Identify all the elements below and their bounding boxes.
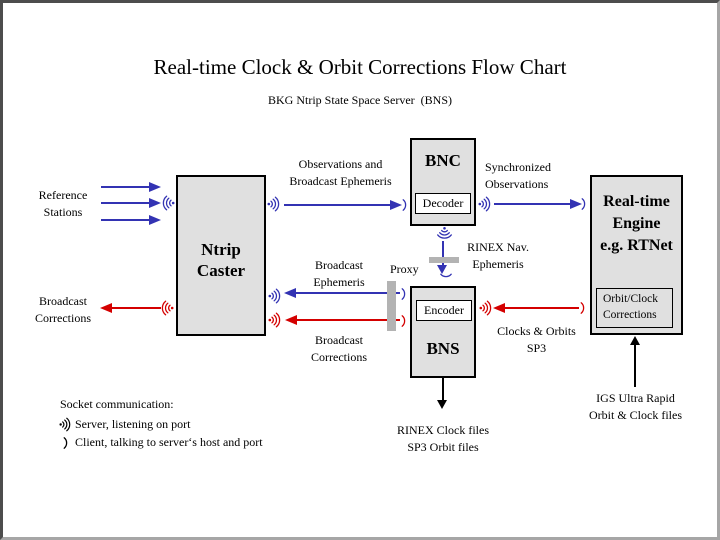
igs-arrow-line: [634, 344, 636, 387]
bcast-eph-arrowhead: [284, 288, 296, 298]
rinex-nav-arrowhead: [437, 265, 447, 274]
ref-arrow-line-3: [101, 219, 150, 221]
rinex-clock-files-label: RINEX Clock files SP3 Orbit files: [397, 423, 489, 454]
sync-arrowhead: [570, 199, 582, 209]
client-socket-icon: [580, 301, 586, 315]
legend-heading: Socket communication:: [60, 397, 174, 411]
ref-arrowhead-3: [149, 215, 161, 225]
orbit-clock-corrections-box: Orbit/Clock Corrections: [596, 288, 673, 328]
server-socket-icon: [479, 300, 492, 316]
encoder-box: Encoder: [416, 300, 472, 321]
proxy-bar-horizontal: [429, 257, 459, 263]
server-socket-icon: [478, 196, 491, 212]
ntrip-caster-box: [176, 175, 266, 336]
rinex-nav-label: RINEX Nav. Ephemeris: [467, 240, 529, 271]
observations-label: Observations and Broadcast Ephemeris: [289, 157, 392, 188]
server-socket-icon: [162, 195, 175, 211]
client-socket-icon: [401, 314, 407, 328]
bcast-corr-mid-arrow-line: [297, 319, 400, 321]
igs-arrowhead: [630, 336, 640, 345]
sync-arrow-line: [494, 203, 572, 205]
igs-ultra-rapid-label: IGS Ultra Rapid Orbit & Clock files: [589, 391, 682, 422]
proxy-bar-vertical: [387, 281, 396, 331]
ref-arrow-line-1: [101, 186, 150, 188]
client-socket-icon: [63, 436, 69, 450]
legend-client-label: Client, talking to server‘s host and por…: [75, 435, 263, 449]
client-socket-icon: [402, 198, 408, 212]
ref-arrowhead-1: [149, 182, 161, 192]
ref-arrow-line-2: [101, 202, 150, 204]
obs-arrowhead: [390, 200, 402, 210]
rinex-nav-arrow-line: [442, 241, 444, 266]
broadcast-corrections-mid-label: Broadcast Corrections: [311, 333, 367, 364]
broadcast-corrections-left-label: Broadcast Corrections: [35, 294, 91, 325]
bcast-eph-arrow-line: [296, 292, 400, 294]
clocks-orbits-arrowhead: [493, 303, 505, 313]
bcast-corr-arrowhead: [100, 303, 112, 313]
ntrip-caster-label: Ntrip Caster: [196, 240, 246, 280]
ref-arrowhead-2: [149, 198, 161, 208]
client-socket-icon: [440, 269, 452, 283]
client-socket-icon: [401, 287, 407, 301]
bns-files-arrow-line: [442, 378, 444, 401]
server-socket-icon: [161, 300, 174, 316]
legend-server-label: Server, listening on port: [75, 417, 191, 431]
bns-files-arrowhead: [437, 400, 447, 409]
page-title: Real-time Clock & Orbit Corrections Flow…: [153, 55, 567, 79]
reference-stations-label: Reference Stations: [38, 188, 88, 219]
bcast-corr-mid-arrowhead: [285, 315, 297, 325]
server-socket-icon: [268, 312, 281, 328]
proxy-label: Proxy: [390, 262, 419, 276]
server-socket-icon: [59, 417, 71, 432]
broadcast-ephemeris-label: Broadcast Ephemeris: [313, 258, 365, 289]
client-socket-icon: [581, 197, 587, 211]
page-subtitle: BKG Ntrip State Space Server (BNS): [268, 93, 452, 107]
bnc-label: BNC: [425, 151, 461, 170]
server-socket-icon: [267, 196, 280, 212]
bcast-corr-line: [111, 307, 161, 309]
decoder-box: Decoder: [415, 193, 471, 214]
obs-arrow-line: [284, 204, 392, 206]
realtime-engine-label: Real-time Engine e.g. RTNet: [600, 193, 673, 254]
clocks-orbits-label: Clocks & Orbits SP3: [497, 324, 576, 355]
server-socket-icon: [437, 225, 452, 241]
server-socket-icon: [268, 288, 281, 304]
bns-label: BNS: [426, 339, 460, 358]
synchronized-observations-label: Synchronized Observations: [485, 160, 551, 191]
clocks-orbits-arrow-line: [505, 307, 579, 309]
